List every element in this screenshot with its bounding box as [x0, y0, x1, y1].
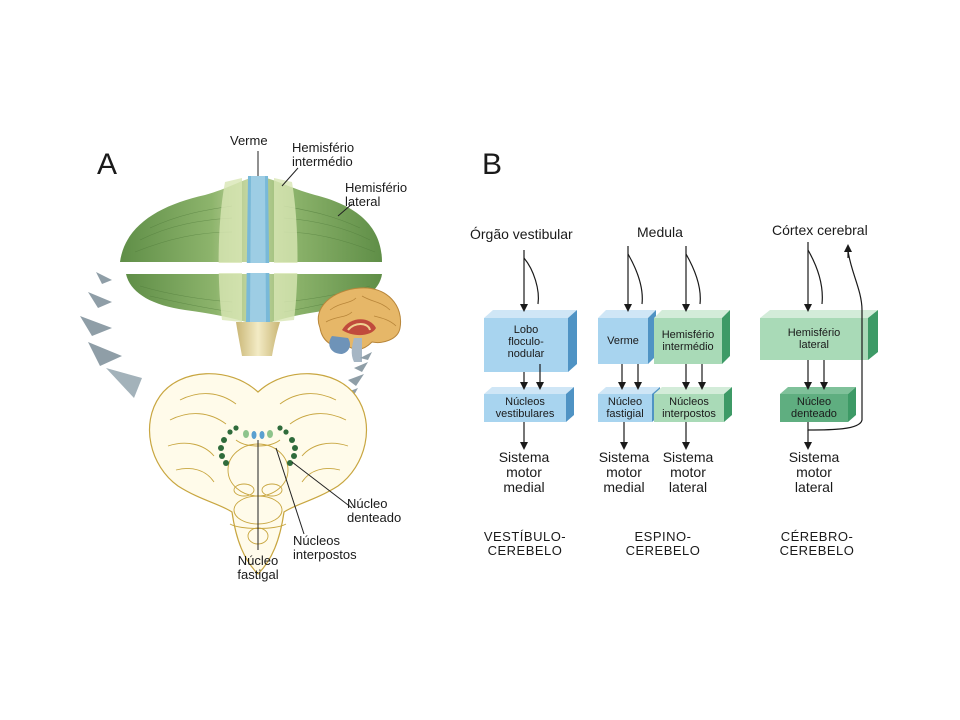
arrows-col3	[804, 242, 863, 450]
category-vestibulocerebelo: VESTÍBULO- CEREBELO	[483, 529, 567, 558]
output-col3-lateral: Sistema motor lateral	[788, 449, 840, 495]
output-col2-lateral: Sistema motor lateral	[662, 449, 714, 495]
label-nucleos-interpostos: Núcleos interpostos	[293, 533, 357, 562]
box-nucleo-fastigial-label: Núcleo fastigial	[606, 396, 644, 420]
leader-lines-a	[257, 151, 353, 550]
label-verme: Verme	[230, 133, 268, 148]
box-nucleos-vestibulares	[484, 387, 574, 422]
interposed-nuclei	[243, 430, 273, 438]
source-medula: Medula	[637, 224, 683, 240]
box-nucleo-denteado-label: Núcleo denteado	[791, 396, 837, 420]
label-nucleo-denteado: Núcleo denteado	[347, 496, 402, 525]
category-espinocerebelo: ESPINO- CEREBELO	[625, 529, 701, 558]
source-cortex-cerebral: Córtex cerebral	[772, 222, 868, 238]
box-hemisferio-intermedio	[654, 310, 730, 364]
brain-inset	[317, 287, 402, 362]
box-nucleo-denteado	[780, 387, 856, 422]
box-verme-label: Verme	[607, 335, 639, 347]
box-hemisferio-lateral	[760, 310, 878, 360]
output-col2-medial: Sistema motor medial	[598, 449, 650, 495]
fastigial-nuclei	[251, 431, 265, 439]
arrows-col2	[618, 246, 706, 450]
label-hemisferio-lateral: Hemisfério lateral	[345, 180, 408, 209]
label-nucleo-fastigal: Núcleo fastigal	[237, 553, 279, 582]
label-hemisferio-intermedio: Hemisfério intermédio	[292, 140, 355, 169]
box-verme	[598, 310, 656, 364]
panel-b-letter: B	[482, 148, 503, 181]
source-orgao-vestibular: Órgão vestibular	[470, 226, 573, 242]
box-nucleos-interpostos	[654, 387, 732, 422]
box-hemisferio-lateral-label: Hemisfério lateral	[787, 327, 841, 351]
perspective-arrows-left	[80, 272, 142, 398]
arrows-col1	[520, 250, 544, 450]
box-hemisferio-intermedio-label: Hemisfério intermédio	[661, 329, 715, 353]
output-col1-medial: Sistema motor medial	[498, 449, 550, 495]
dentate-nuclei	[218, 425, 298, 466]
box-lobo-floculonodular-label: Lobo floculo- nodular	[507, 324, 545, 360]
box-nucleos-interpostos-label: Núcleos interpostos	[662, 396, 716, 420]
category-cerebrocerebelo: CÉREBRO- CEREBELO	[779, 529, 855, 558]
box-nucleos-vestibulares-label: Núcleos vestibulares	[495, 396, 555, 420]
box-lobo-floculonodular	[484, 310, 577, 372]
brainstem	[236, 322, 280, 356]
panel-a-letter: A	[97, 148, 118, 181]
